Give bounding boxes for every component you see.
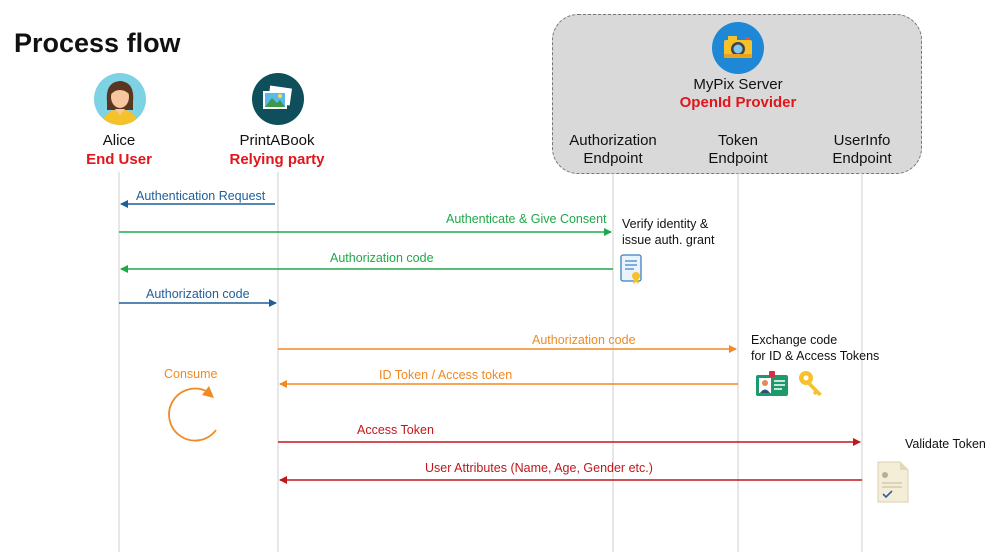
document-check-icon bbox=[877, 461, 909, 503]
actor-printabook-name: PrintABook bbox=[239, 132, 315, 149]
actor-alice-role: End User bbox=[86, 151, 152, 168]
msg-authorization-code-blue: Authorization code bbox=[146, 287, 250, 301]
id-card-icon bbox=[756, 371, 788, 396]
msg-user-attributes: User Attributes (Name, Age, Gender etc.) bbox=[425, 461, 653, 475]
page-title: Process flow bbox=[14, 28, 181, 58]
note-verify-identity: Verify identity & issue auth. grant bbox=[622, 217, 715, 247]
photos-icon bbox=[252, 73, 304, 125]
token-endpoint-label: Token Endpoint bbox=[708, 132, 768, 167]
msg-authentication-request: Authentication Request bbox=[136, 189, 266, 203]
actor-printabook-role: Relying party bbox=[229, 151, 325, 168]
msg-authorization-code-green: Authorization code bbox=[330, 251, 434, 265]
camera-icon bbox=[712, 22, 764, 74]
authorization-endpoint-label: Authorization Endpoint bbox=[569, 132, 657, 167]
msg-authenticate-consent: Authenticate & Give Consent bbox=[446, 212, 607, 226]
circular-arrow-icon bbox=[168, 386, 217, 442]
actor-alice-name: Alice bbox=[102, 132, 136, 149]
user-avatar-icon bbox=[94, 73, 146, 125]
msg-id-access-token: ID Token / Access token bbox=[379, 368, 513, 382]
server-role: OpenId Provider bbox=[679, 94, 797, 111]
note-exchange-code: Exchange code for ID & Access Tokens bbox=[751, 333, 880, 363]
msg-access-token: Access Token bbox=[357, 423, 434, 437]
note-validate-token: Validate Token bbox=[905, 437, 986, 451]
key-icon bbox=[799, 371, 822, 396]
consume-label: Consume bbox=[164, 367, 218, 381]
msg-authorization-code-orange: Authorization code bbox=[532, 333, 636, 347]
certificate-icon bbox=[620, 254, 642, 284]
server-name: MyPix Server bbox=[693, 76, 783, 93]
userinfo-endpoint-label: UserInfo Endpoint bbox=[832, 132, 892, 167]
